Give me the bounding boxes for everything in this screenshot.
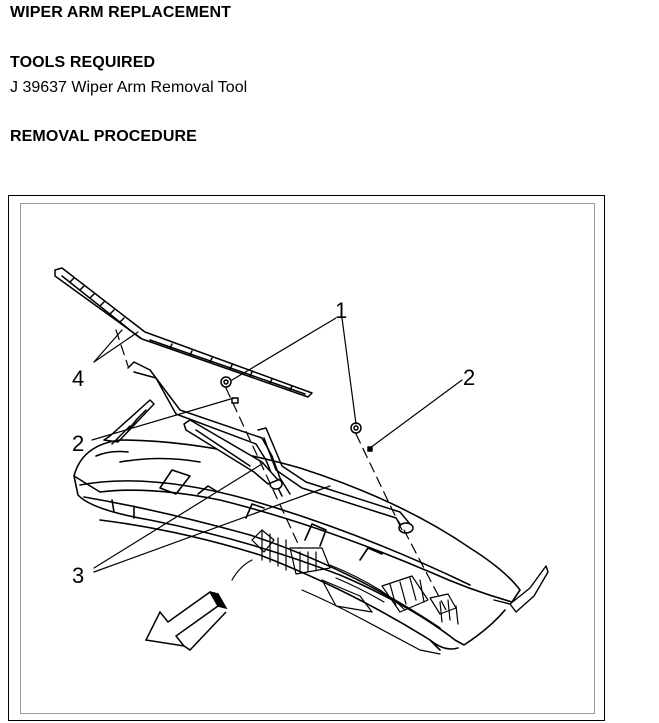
wiper-motor-linkage — [231, 529, 459, 655]
illustration-inner-frame — [20, 203, 595, 714]
page-title: WIPER ARM REPLACEMENT — [10, 4, 232, 21]
callout-2-right: 2 — [463, 365, 475, 390]
cowl-panel — [73, 439, 521, 651]
callout-3: 3 — [72, 563, 84, 588]
removal-procedure-heading: REMOVAL PROCEDURE — [10, 128, 197, 145]
nut-cap-parts — [220, 376, 373, 452]
callout-2-left: 2 — [72, 431, 84, 456]
tools-required-heading: TOOLS REQUIRED — [10, 54, 156, 71]
tool-item: J 39637 Wiper Arm Removal Tool — [10, 79, 248, 96]
front-arrow-icon — [144, 590, 228, 651]
right-blade-stub — [493, 565, 549, 613]
right-wiper-arm — [257, 427, 414, 534]
callout-leaders — [91, 317, 463, 573]
callout-1: 1 — [335, 298, 347, 323]
left-wiper-blade — [54, 267, 313, 398]
callout-4: 4 — [72, 366, 84, 391]
assembly-dashed-lines — [115, 329, 447, 611]
